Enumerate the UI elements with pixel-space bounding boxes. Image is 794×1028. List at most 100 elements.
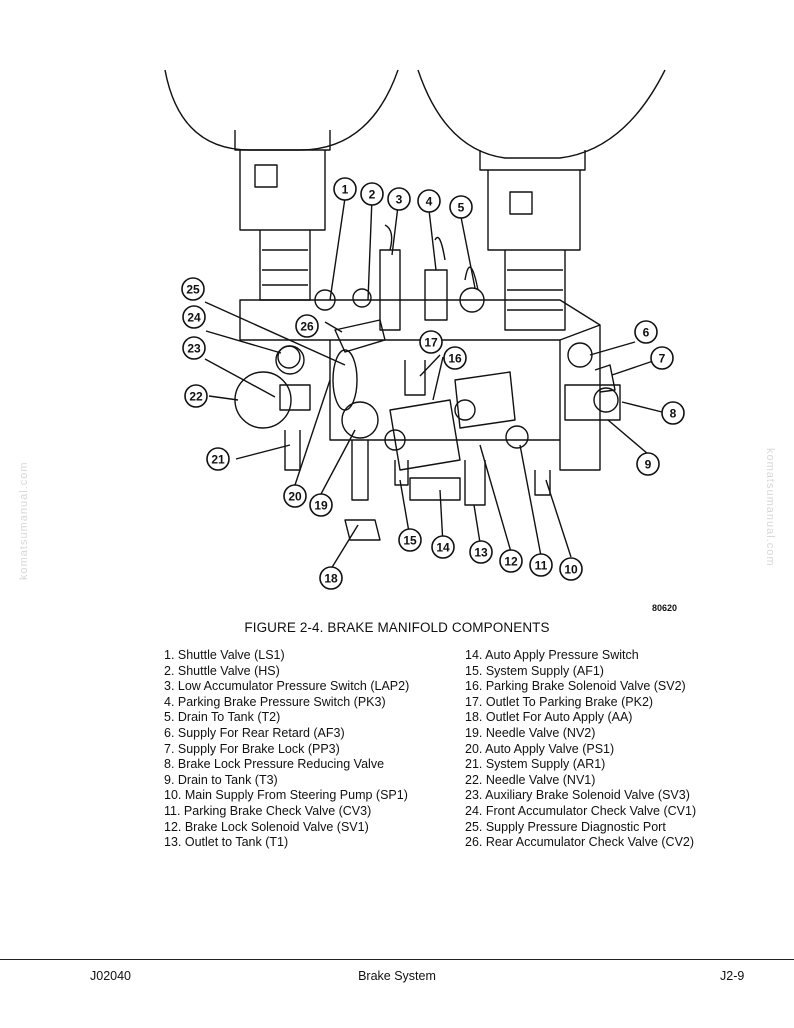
watermark-left: komatsumanual.com	[18, 461, 30, 581]
callout-25: 25	[181, 277, 205, 301]
right-accumulator-dome	[417, 69, 666, 159]
legend-item: 17. Outlet To Parking Brake (PK2)	[465, 694, 654, 709]
callout-24: 24	[182, 305, 206, 329]
callout-16: 16	[443, 346, 467, 370]
legend-item: 18. Outlet For Auto Apply (AA)	[465, 710, 633, 725]
legend-item: 12. Brake Lock Solenoid Valve (SV1)	[164, 819, 369, 834]
legend-item: 15. System Supply (AF1)	[465, 663, 604, 678]
footer-rule	[0, 959, 794, 960]
callout-label: 18	[324, 572, 338, 586]
callout-circle	[419, 330, 443, 354]
callout-circle	[387, 187, 411, 211]
callout-circle	[529, 553, 553, 577]
callout-26: 26	[295, 314, 319, 338]
callout-21: 21	[206, 447, 230, 471]
callout-label: 20	[288, 490, 302, 504]
callout-2: 2	[360, 182, 384, 206]
callout-circle	[206, 447, 230, 471]
callout-circle	[182, 305, 206, 329]
callout-7: 7	[650, 346, 674, 370]
callout-label: 15	[403, 534, 417, 548]
callout-18: 18	[319, 566, 343, 590]
legend-item: 9. Drain to Tank (T3)	[164, 772, 278, 787]
callout-label: 26	[300, 320, 314, 334]
callout-circle	[634, 320, 658, 344]
callout-circle	[559, 557, 583, 581]
callout-circle	[295, 314, 319, 338]
callout-circle	[636, 452, 660, 476]
callout-label: 5	[458, 201, 465, 215]
legend-item: 1. Shuttle Valve (LS1)	[164, 648, 285, 662]
callout-circle	[309, 493, 333, 517]
callout-13: 13	[469, 540, 493, 564]
callout-label: 25	[186, 283, 200, 297]
legend-item: 14. Auto Apply Pressure Switch	[465, 648, 639, 662]
legend-item: 13. Outlet to Tank (T1)	[164, 835, 289, 850]
callout-label: 4	[426, 195, 433, 209]
callout-14: 14	[431, 535, 455, 559]
callout-label: 17	[424, 336, 438, 350]
watermark-right: komatsumanual.com	[764, 448, 776, 567]
callout-19: 19	[309, 493, 333, 517]
callout-label: 22	[189, 390, 203, 404]
callout-label: 6	[643, 326, 650, 340]
footer-doc-code: J02040	[90, 969, 132, 983]
callout-20: 20	[283, 484, 307, 508]
callout-15: 15	[398, 528, 422, 552]
callout-label: 14	[436, 541, 450, 555]
legend-item: 3. Low Accumulator Pressure Switch (LAP2…	[164, 679, 410, 694]
callout-8: 8	[661, 401, 685, 425]
legend-item: 8. Brake Lock Pressure Reducing Valve	[164, 757, 385, 772]
callout-label: 1	[342, 183, 349, 197]
callout-1: 1	[333, 177, 357, 201]
callout-circle	[319, 566, 343, 590]
legend-item: 7. Supply For Brake Lock (PP3)	[164, 741, 340, 756]
callout-circle	[398, 528, 422, 552]
legend-item: 19. Needle Valve (NV2)	[465, 725, 596, 740]
callout-circle	[360, 182, 384, 206]
callout-circle	[431, 535, 455, 559]
callout-label: 8	[670, 407, 677, 421]
footer-page-number: J2-9	[720, 969, 745, 983]
callout-4: 4	[417, 189, 441, 213]
callout-circle	[443, 346, 467, 370]
legend-item: 24. Front Accumulator Check Valve (CV1)	[465, 803, 697, 818]
legend-item: 11. Parking Brake Check Valve (CV3)	[164, 803, 372, 818]
callout-label: 12	[504, 555, 518, 569]
legend-item: 6. Supply For Rear Retard (AF3)	[164, 725, 345, 740]
callout-label: 9	[645, 458, 652, 472]
legend-item: 26. Rear Accumulator Check Valve (CV2)	[465, 835, 695, 850]
legend-item: 23. Auxiliary Brake Solenoid Valve (SV3)	[465, 788, 690, 803]
legend-item: 5. Drain To Tank (T2)	[164, 710, 281, 725]
legend-item: 21. System Supply (AR1)	[465, 757, 606, 772]
callout-label: 21	[211, 453, 225, 467]
callout-11: 11	[529, 553, 553, 577]
footer-section-title: Brake System	[358, 969, 436, 983]
callout-label: 7	[659, 352, 666, 366]
callout-3: 3	[387, 187, 411, 211]
callout-circle	[469, 540, 493, 564]
callout-6: 6	[634, 320, 658, 344]
callout-22: 22	[184, 384, 208, 408]
callout-label: 11	[535, 559, 548, 573]
callout-label: 2	[369, 188, 376, 202]
callout-17: 17	[419, 330, 443, 354]
figure-number-tag: 80620	[652, 603, 678, 613]
callout-9: 9	[636, 452, 660, 476]
callout-circle	[499, 549, 523, 573]
callout-circle	[661, 401, 685, 425]
callout-circle	[333, 177, 357, 201]
callout-circle	[283, 484, 307, 508]
figure-caption: FIGURE 2-4. BRAKE MANIFOLD COMPONENTS	[244, 620, 550, 635]
legend-item: 16. Parking Brake Solenoid Valve (SV2)	[465, 679, 686, 694]
callout-circle	[181, 277, 205, 301]
callout-23: 23	[182, 336, 206, 360]
callout-label: 13	[474, 546, 488, 560]
callout-12: 12	[499, 549, 523, 573]
callout-circle	[449, 195, 473, 219]
legend-item: 2. Shuttle Valve (HS)	[164, 663, 280, 678]
left-accumulator-dome	[164, 69, 399, 151]
